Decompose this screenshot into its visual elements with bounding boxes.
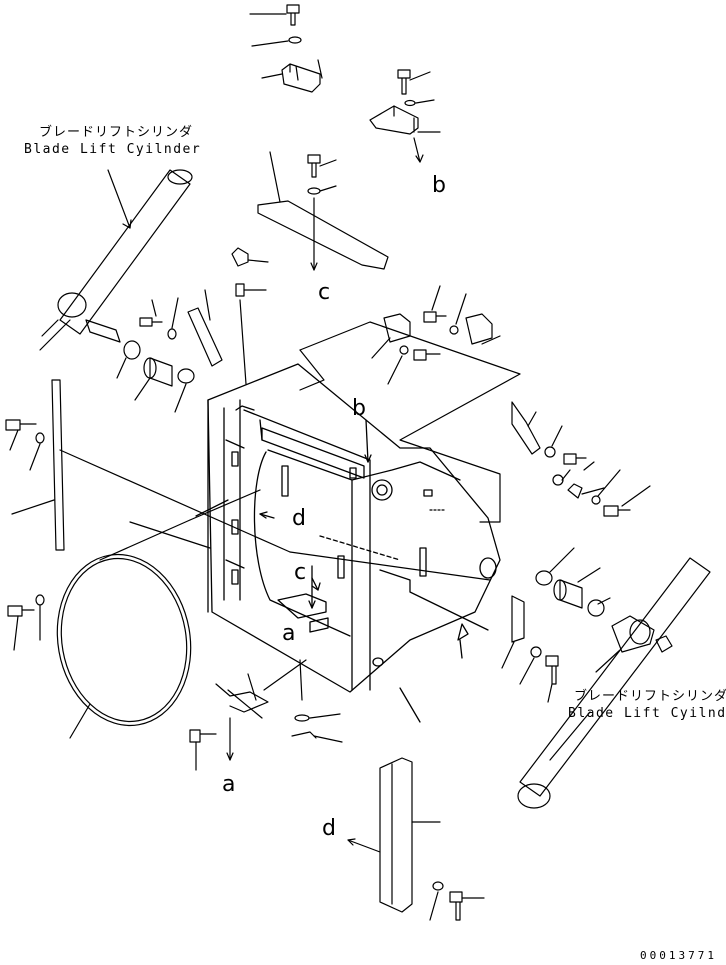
document-number: 00013771 [640,949,717,962]
left-blade-lift-cylinder [39,169,193,351]
left-pin-bushings [116,289,223,413]
right-pin-bushings [501,547,611,703]
bottom-bolt-assembly [189,659,343,771]
view-marker-a-frame: a [282,621,296,646]
right-cylinder-en-label: Blade Lift Cyilnder [568,706,726,721]
ring-seal [56,553,192,739]
view-marker-c-top: c [318,280,331,305]
bottom-guard-strip [347,757,485,921]
hose-fitting-assembly [231,247,269,385]
upper-right-bracket-assembly [369,69,441,163]
left-cylinder-jp-label: ブレードリフトシリンダ [39,125,194,140]
right-cylinder-jp-label: ブレードリフトシリンダ [574,689,726,704]
left-cylinder-en-label: Blade Lift Cyilnder [24,142,202,157]
right-side-parts [371,285,651,517]
top-bracket-assembly [249,4,323,93]
view-marker-a-bottom: a [222,772,236,797]
view-marker-d-frame: d [292,506,306,531]
view-marker-b-top: b [432,173,446,198]
connection-lines [59,321,521,581]
main-frame [129,363,501,723]
left-side-parts [5,379,65,651]
cover-plate-assembly [257,151,389,271]
right-blade-lift-cylinder [517,557,711,809]
view-marker-b-frame: b [352,396,366,421]
view-marker-c-frame: c [294,560,307,585]
view-marker-d-bottom: d [322,816,336,841]
